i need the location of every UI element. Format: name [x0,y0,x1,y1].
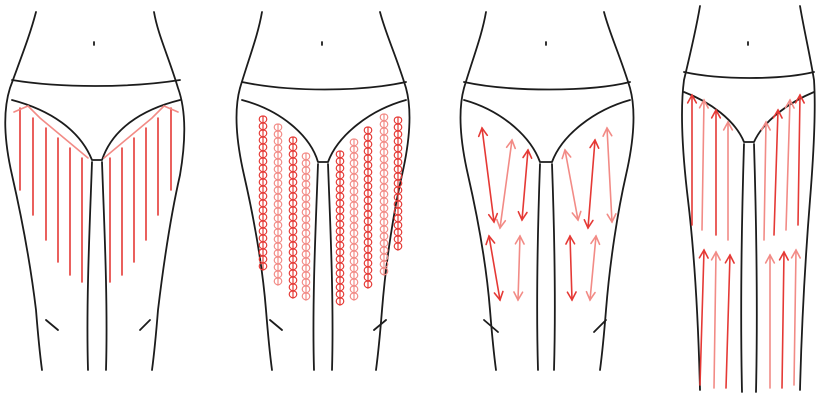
inner-thigh-left [87,162,92,370]
panel-upward-arrows [682,6,815,392]
arrow-line [764,122,766,240]
inner-thigh-left [537,164,540,370]
right-waist-outline [800,6,815,390]
arrow-line [794,250,796,385]
panel-upward-strokes [5,12,184,370]
double-arrow-line [565,150,578,220]
arrow-line [714,252,716,388]
coil-column [302,153,310,300]
upward-stroke-lines [14,106,178,282]
coil-column [336,151,344,305]
arrow-line [702,100,704,230]
double-arrow-line [482,128,494,222]
left-knee-mark [46,320,58,330]
double-arrow-line [522,150,528,220]
coil-column [364,127,372,288]
underwear-waistband [12,80,180,86]
coil-column [259,116,267,270]
stroke-fan [104,106,178,158]
panel-circular-coils [237,12,410,370]
underwear-leg-line [12,100,180,160]
double-arrow-line [588,140,595,228]
inner-thigh-left [313,164,318,370]
arrow-line [798,95,800,225]
inner-thigh-right [754,144,757,392]
bidirectional-arrow-set [479,128,616,300]
upward-arrow-set [688,95,805,388]
arrow-line [700,250,704,385]
double-arrow-line [500,140,512,228]
inner-thigh-right [102,162,107,370]
underwear-waistband [684,72,814,78]
arrow-line [726,255,730,388]
right-waist-outline [152,12,184,370]
panel-bidirectional-arrows [461,12,634,370]
arrow-line [782,252,784,388]
double-arrow-line [570,236,572,300]
inner-thigh-right [552,164,555,370]
double-arrow-line [590,236,596,300]
arrow-line [774,110,778,235]
underwear-waistband [242,82,406,90]
arrow-line [786,100,790,230]
coil-column [350,139,358,300]
inner-thigh-right [328,164,333,370]
double-arrow-line [489,236,500,300]
coil-column [289,137,297,298]
coil-column [380,114,388,275]
double-arrow-line [607,128,612,222]
right-knee-mark [140,320,150,330]
right-waist-outline [600,12,633,370]
coil-column [274,124,282,285]
underwear-waistband [464,82,630,90]
left-knee-mark [270,320,282,330]
double-arrow-line [518,236,520,300]
right-waist-outline [376,12,409,370]
left-waist-outline [682,6,700,390]
left-waist-outline [5,12,42,370]
stroke-fan [14,106,88,158]
inner-thigh-left [741,144,744,392]
